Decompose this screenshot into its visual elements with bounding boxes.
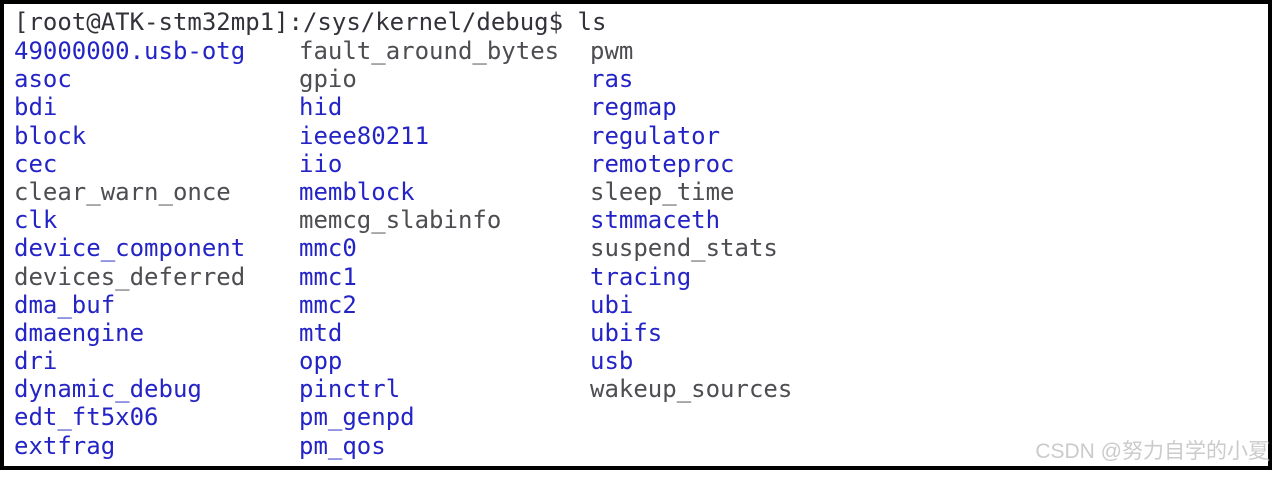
- directory-entry: dynamic_debug: [14, 375, 202, 404]
- watermark: CSDN @努力自学的小夏: [1035, 440, 1269, 463]
- directory-entry: memblock: [299, 177, 415, 206]
- file-entry: gpio: [299, 65, 357, 94]
- directory-entry: remoteproc: [590, 149, 735, 178]
- directory-entry: ubi: [590, 290, 634, 319]
- file-entry: clear_warn_once: [14, 177, 231, 206]
- directory-entry: ieee80211: [299, 121, 430, 150]
- directory-entry: mmc1: [299, 262, 357, 291]
- directory-entry: regmap: [590, 93, 677, 122]
- directory-entry: dma_buf: [14, 290, 116, 319]
- directory-entry: ras: [590, 65, 634, 94]
- prompt-line: [root@ATK-stm32mp1]:/sys/kernel/debug$ l…: [14, 8, 1268, 37]
- directory-entry: block: [14, 121, 87, 150]
- directory-entry: ubifs: [590, 318, 663, 347]
- directory-entry: dri: [14, 347, 58, 376]
- terminal-window: [root@ATK-stm32mp1]:/sys/kernel/debug$ l…: [0, 0, 1272, 470]
- directory-entry: mtd: [299, 318, 343, 347]
- file-entry: wakeup_sources: [590, 375, 793, 404]
- shell-prompt: [root@ATK-stm32mp1]:/sys/kernel/debug$: [14, 8, 564, 36]
- file-entry: pwm: [590, 37, 634, 65]
- file-entry: devices_deferred: [14, 262, 246, 291]
- file-entry: memcg_slabinfo: [299, 206, 502, 235]
- directory-entry: pm_genpd: [299, 403, 415, 432]
- directory-entry: usb: [590, 347, 634, 376]
- prompt-separator: [563, 8, 577, 36]
- directory-entry: iio: [299, 149, 343, 178]
- directory-entry: stmmaceth: [590, 206, 721, 235]
- directory-entry: bdi: [14, 93, 58, 122]
- directory-entry: regulator: [590, 121, 721, 150]
- directory-entry: hid: [299, 93, 343, 122]
- directory-entry: clk: [14, 206, 58, 235]
- directory-entry: extfrag: [14, 431, 116, 460]
- directory-entry: asoc: [14, 65, 72, 94]
- file-entry: sleep_time: [590, 177, 735, 206]
- directory-entry: opp: [299, 347, 343, 376]
- directory-entry: pinctrl: [299, 375, 401, 404]
- file-entry: suspend_stats: [590, 234, 778, 263]
- file-entry: fault_around_bytes: [299, 37, 560, 65]
- directory-entry: 49000000.usb-otg: [14, 37, 246, 65]
- directory-entry: cec: [14, 149, 58, 178]
- command-text: ls: [577, 8, 607, 36]
- directory-entry: mmc2: [299, 290, 357, 319]
- directory-entry: pm_qos: [299, 431, 386, 460]
- directory-entry: mmc0: [299, 234, 357, 263]
- directory-entry: device_component: [14, 234, 246, 263]
- directory-entry: dmaengine: [14, 318, 145, 347]
- directory-entry: tracing: [590, 262, 692, 291]
- directory-entry: edt_ft5x06: [14, 403, 159, 432]
